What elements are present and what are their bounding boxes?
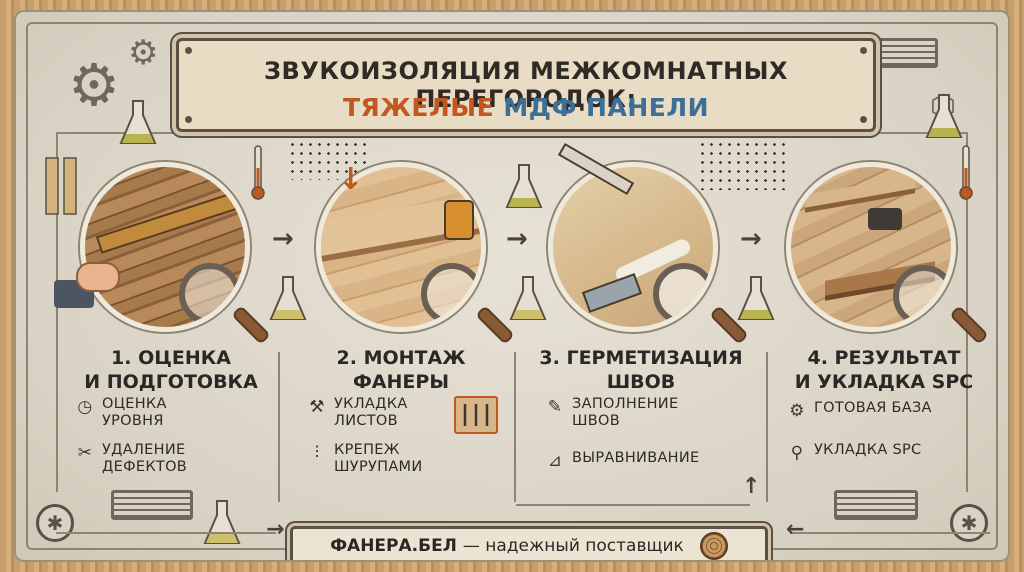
hammer-icon: [868, 208, 902, 230]
tools-icon: ✂: [77, 442, 93, 463]
vent-grille-icon: [834, 490, 918, 520]
magnifier-icon: [893, 265, 951, 327]
subtitle-highlight-blue: МДФ ПАНЕЛИ: [503, 93, 710, 122]
down-arrow-icon: ↓: [338, 162, 364, 197]
step4-illustration: [786, 162, 956, 332]
drill-icon: [444, 200, 474, 240]
clock-icon: ◷: [77, 396, 93, 417]
flow-line: [56, 532, 276, 534]
trowel-icon: ⊿: [547, 450, 563, 471]
screws-box-icon: [454, 396, 498, 434]
dot-pattern: [288, 140, 368, 180]
step4-item-base: ⚙ ГОТОВАЯ БАЗА: [786, 400, 932, 422]
fan-icon: ✱: [950, 504, 988, 542]
brand-name: ФАНЕРА.БЕЛ: [330, 536, 457, 556]
dot-pattern: [698, 140, 788, 190]
gear-icon: ⚙: [128, 33, 159, 73]
screw-icon: ⫶: [314, 442, 320, 463]
ruler-icon: [45, 157, 77, 215]
page-title: ЗВУКОИЗОЛЯЦИЯ МЕЖКОМНАТНЫХ ПЕРЕГОРОДОК:: [263, 57, 789, 113]
column-divider: [514, 352, 516, 502]
pipe-top-right: [848, 132, 968, 134]
step1-title: 1. ОЦЕНКА И ПОДГОТОВКА: [84, 347, 258, 393]
flask-icon: [509, 276, 547, 320]
footer-banner: ФАНЕРА.БЕЛ — надежный поставщик: [290, 526, 768, 560]
subtitle-highlight-orange: ТЯЖЕЛЫЕ: [342, 93, 495, 122]
column-divider: [278, 352, 280, 502]
spirit-level-icon: [95, 190, 245, 254]
column-divider: [766, 352, 768, 502]
magnifier-icon: [179, 263, 241, 325]
fan-icon: ✱: [36, 504, 74, 542]
flask-icon: [505, 164, 543, 208]
vent-grille-icon: [111, 490, 193, 520]
flask-icon: [119, 100, 157, 144]
arrow-right-icon: →: [266, 517, 285, 542]
pipe-left: [56, 132, 58, 492]
gear-icon: ⚙: [789, 400, 805, 421]
step3-item-leveling: ⊿ ВЫРАВНИВАНИЕ: [544, 450, 699, 472]
step4-item-spc: ⚲ УКЛАДКА SPC: [786, 442, 922, 464]
arrow-up-icon: ↑: [742, 474, 761, 499]
arrow-left-icon: ←: [786, 517, 805, 542]
pipe-top-left: [56, 132, 176, 134]
infographic-board: ⚙ ⚙ ⬡ ✱ ✱: [14, 10, 1010, 562]
arrow-right-icon: →: [740, 224, 762, 254]
caulk-icon: ✎: [547, 396, 563, 417]
step1-illustration: [80, 162, 250, 332]
magnifier-icon: [421, 263, 481, 325]
flask-icon: [737, 276, 775, 320]
step2-title: 2. МОНТАЖ ФАНЕРЫ: [336, 347, 466, 393]
step2-illustration: [316, 162, 486, 332]
title-plate: ЗВУКОИЗОЛЯЦИЯ МЕЖКОМНАТНЫХ ПЕРЕГОРОДОК: …: [176, 38, 876, 132]
flask-icon: [269, 276, 307, 320]
drill-icon: ⚒: [309, 396, 325, 417]
wrench-icon: ⚲: [790, 442, 804, 463]
step3-title: 3. ГЕРМЕТИЗАЦИЯ ШВОВ: [539, 347, 743, 393]
page-subtitle: ТЯЖЕЛЫЕ МДФ ПАНЕЛИ: [179, 93, 873, 122]
brand-tagline: — надежный поставщик: [462, 536, 684, 556]
magnifier-icon: [653, 263, 713, 325]
arrow-right-icon: →: [272, 224, 294, 254]
gear-icon: ⚙: [68, 51, 120, 119]
flask-icon: [925, 94, 963, 138]
hand: [76, 262, 120, 292]
pipe-right: [966, 132, 968, 492]
thermometer-icon: [959, 145, 973, 200]
step3-illustration: [548, 162, 718, 332]
flow-line: [516, 504, 750, 506]
flask-icon: [203, 500, 241, 544]
arrow-right-icon: →: [506, 224, 528, 254]
flow-line: [790, 532, 990, 534]
step4-title: 4. РЕЗУЛЬТАТ И УКЛАДКА SPC: [794, 347, 974, 393]
wood-logo-icon: [699, 532, 728, 560]
thermometer-icon: [251, 145, 265, 200]
